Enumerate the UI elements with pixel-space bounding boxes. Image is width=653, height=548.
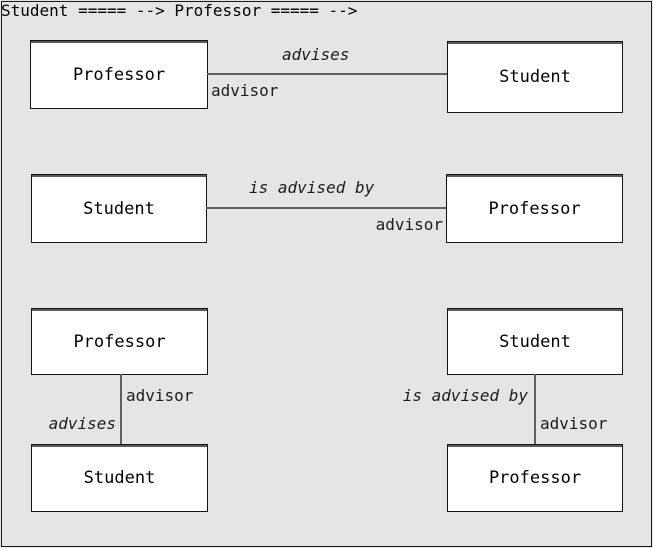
entity-label: Professor [488, 468, 582, 488]
role-name-row1: advisor [211, 81, 279, 100]
association-name-row3-left: advises [48, 414, 116, 433]
entity-box-student-row3-left[interactable]: Student [31, 444, 208, 512]
association-name-row2: is advised by [249, 178, 375, 197]
entity-box-professor-row2[interactable]: Professor [446, 174, 623, 243]
entity-box-student-row3-right[interactable]: Student [447, 308, 623, 375]
role-name-row3-left: advisor [126, 386, 194, 405]
association-line-row3-right [534, 374, 536, 445]
entity-box-professor-row1[interactable]: Professor [30, 40, 208, 109]
entity-label: Professor [73, 331, 166, 352]
entity-label: Professor [72, 64, 166, 85]
role-name-row3-right: advisor [540, 414, 608, 433]
role-name-row2: advisor [375, 215, 443, 234]
entity-box-professor-row3-right[interactable]: Professor [447, 444, 623, 512]
association-name-row1: advises [282, 45, 350, 64]
entity-box-student-row1[interactable]: Student [447, 41, 623, 113]
entity-box-professor-row3-left[interactable]: Professor [31, 308, 208, 375]
association-line-row2 [206, 207, 447, 209]
entity-box-student-row2[interactable]: Student [31, 174, 207, 243]
entity-label: Professor [488, 198, 581, 219]
entity-label: Student [83, 468, 156, 488]
entity-label: Student [499, 67, 571, 87]
entity-label: Student [83, 198, 155, 219]
association-line-row3-left [120, 374, 122, 445]
association-name-row3-right: is advised by [402, 386, 528, 405]
association-line-row1 [207, 73, 448, 75]
entity-label: Student [499, 331, 571, 352]
